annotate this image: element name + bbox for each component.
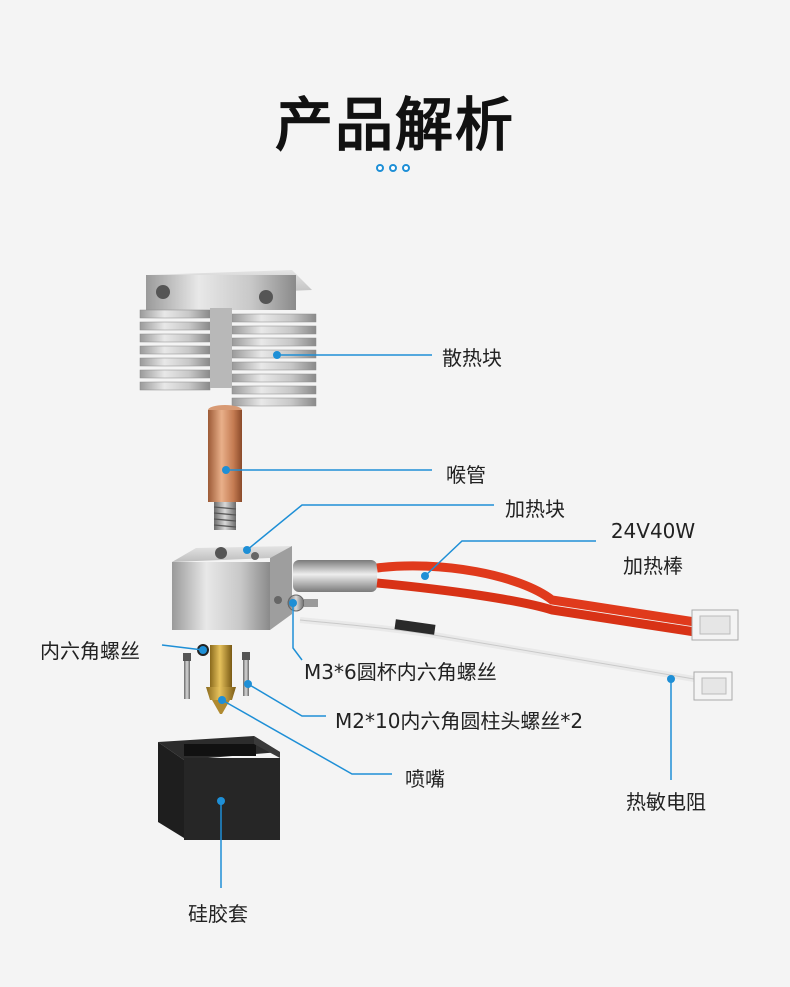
label-m3-screw: M3*6圆杯内六角螺丝 bbox=[304, 656, 497, 685]
label-thermistor: 热敏电阻 bbox=[626, 786, 706, 815]
m2-screw-callout-line bbox=[248, 684, 326, 716]
label-heater-rod: 加热棒 bbox=[598, 550, 708, 579]
label-silicone-sock: 硅胶套 bbox=[188, 898, 248, 927]
hex-screw-callout-line bbox=[162, 645, 203, 650]
label-hex-screw: 内六角螺丝 bbox=[40, 635, 140, 664]
label-heatsink: 散热块 bbox=[442, 342, 502, 371]
label-heater-rod-power: 24V40W bbox=[598, 519, 708, 543]
label-m2-screw: M2*10内六角圆柱头螺丝*2 bbox=[335, 705, 583, 734]
label-nozzle: 喷嘴 bbox=[405, 763, 445, 792]
heater-block bbox=[172, 546, 292, 630]
label-heater-block: 加热块 bbox=[505, 493, 565, 522]
silicone-sock bbox=[158, 736, 280, 840]
m3-screw-callout-line bbox=[293, 603, 302, 660]
heatsink bbox=[140, 270, 316, 406]
label-throat: 喉管 bbox=[446, 459, 486, 488]
heater-block-callout-line bbox=[247, 505, 494, 550]
